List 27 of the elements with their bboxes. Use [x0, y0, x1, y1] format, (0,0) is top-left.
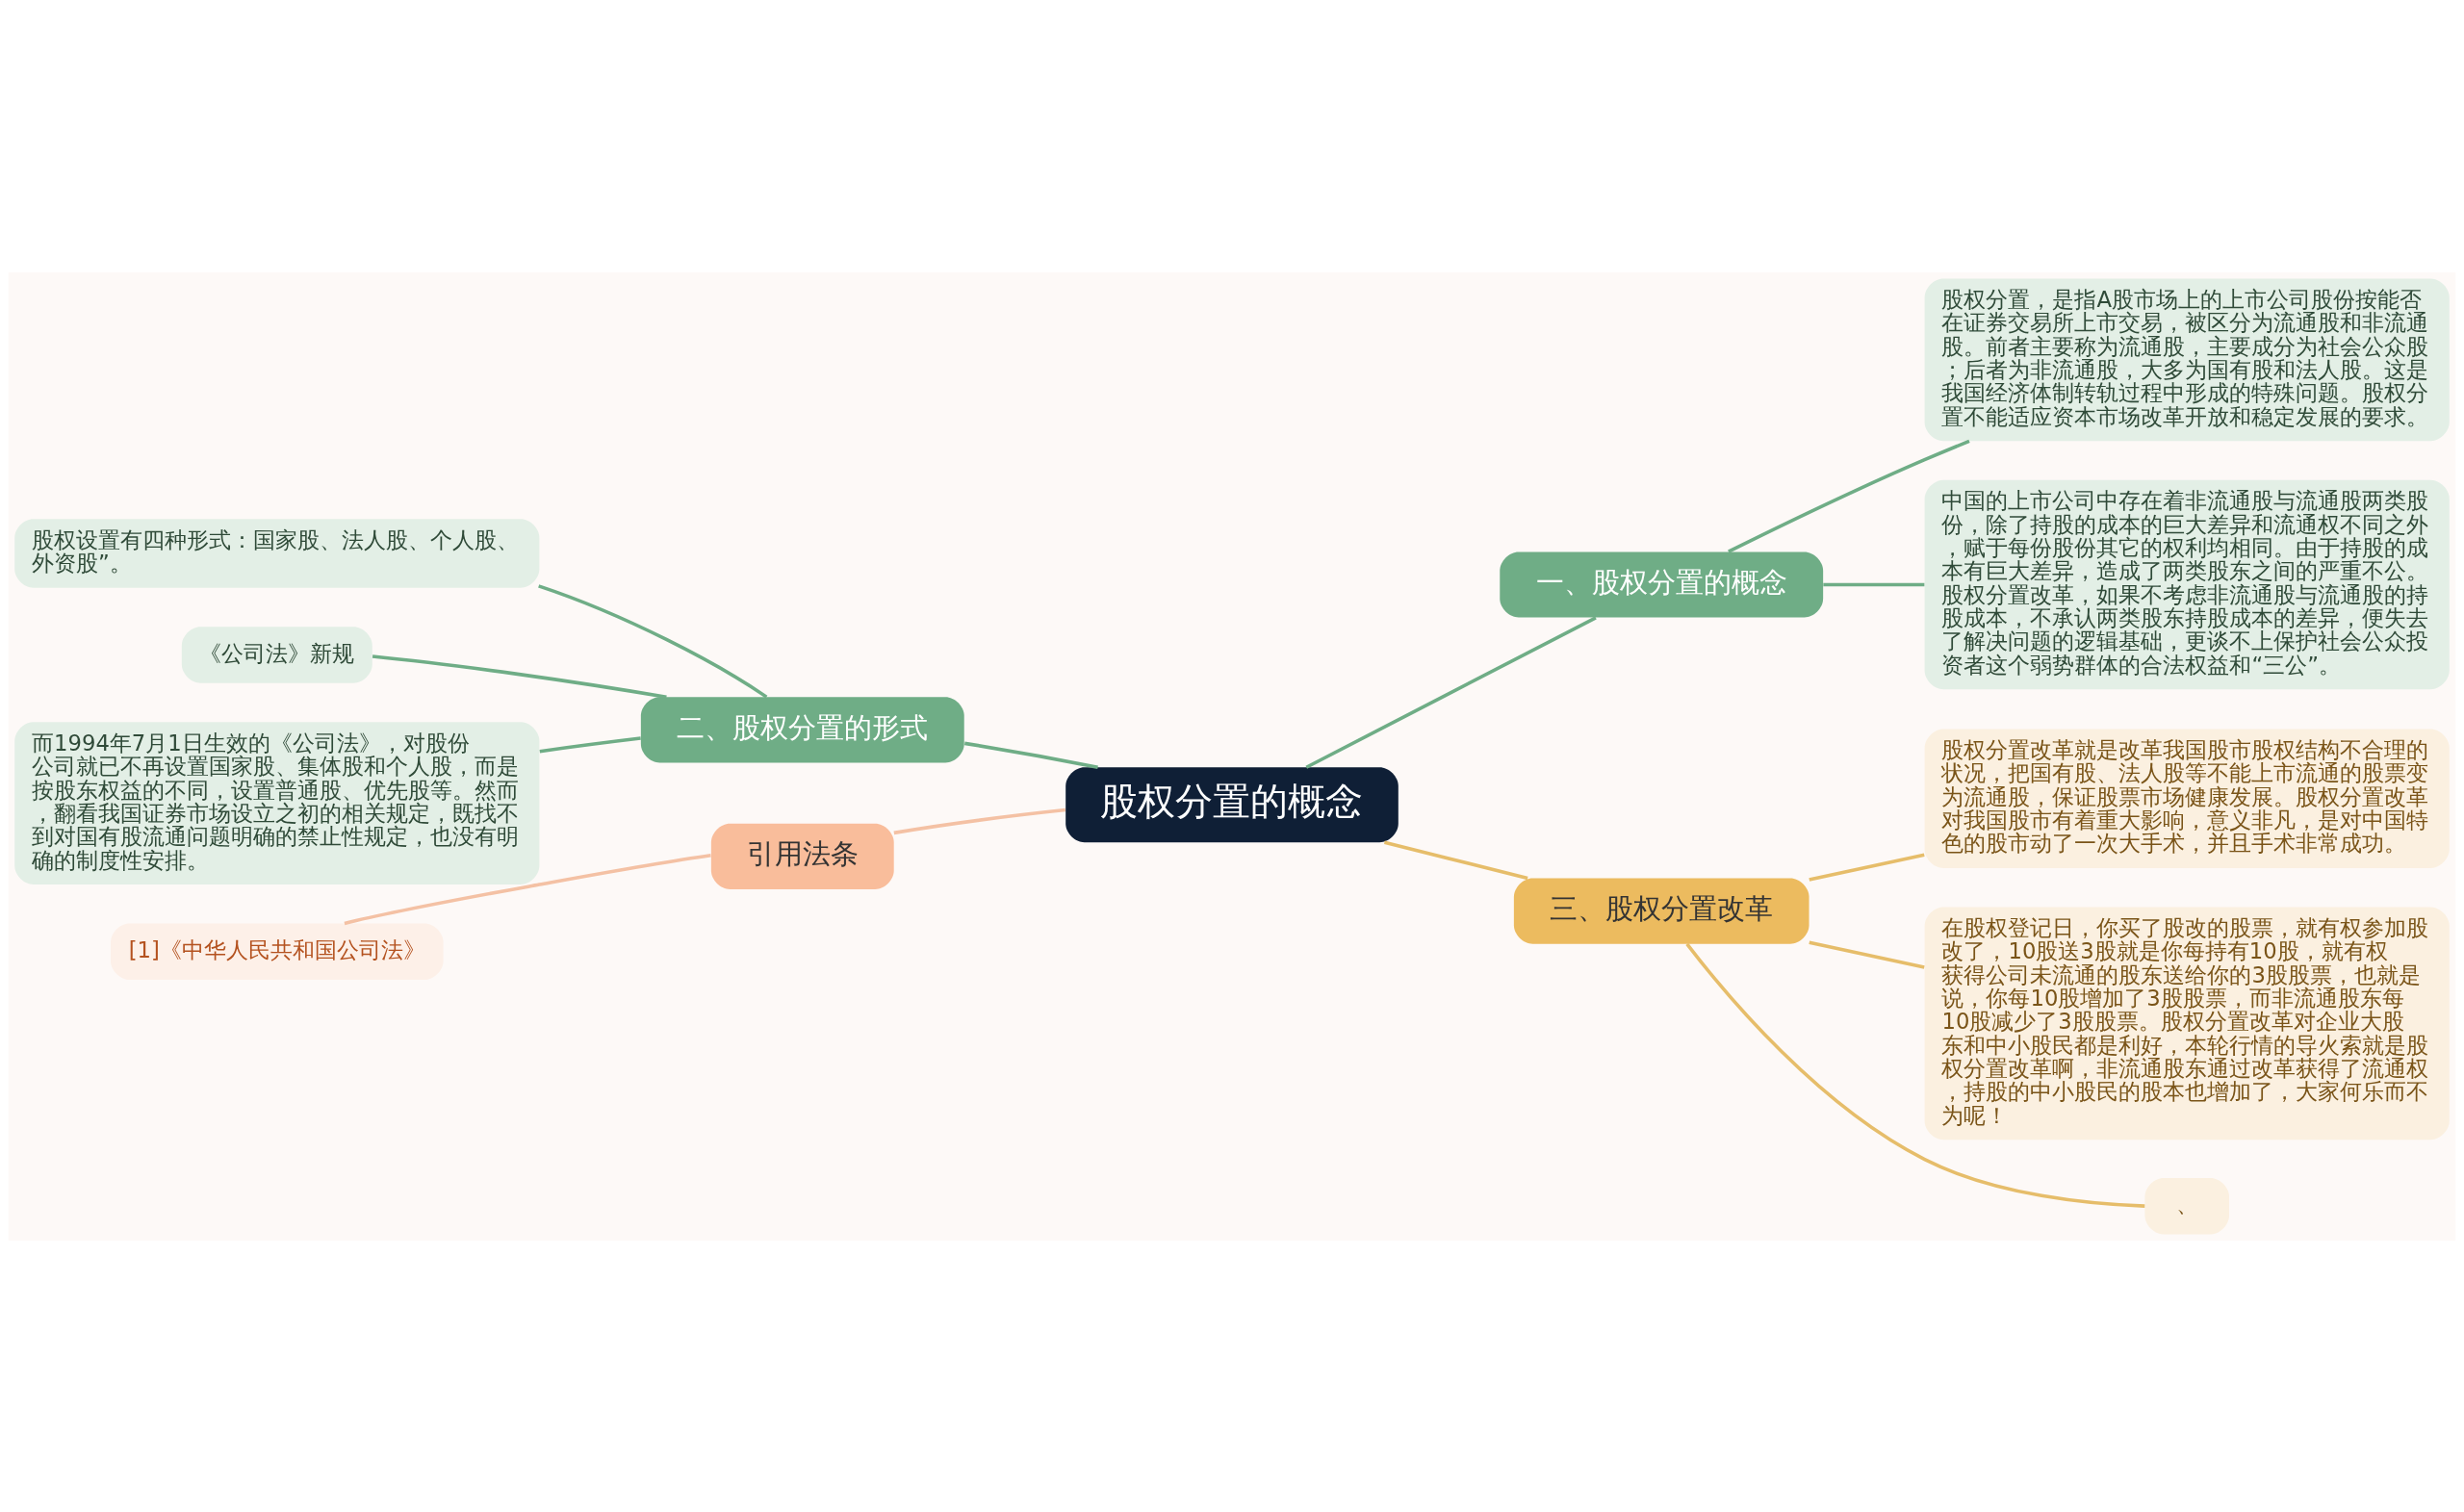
- node-box: 而1994年7月1日生效的《公司法》，对股份公司就已不再设置国家股、集体股和个人股，而是按股东权益的不同，设置普通股、优先股等。然而，翻看我国证券市场设立之初的相关规定，既找不到对国有股流通问题明确的禁止性规定，也没有明确的制度性安排。: [14, 721, 540, 884]
- connector: [1728, 439, 1970, 553]
- node-box: 股权分置的概念: [1065, 766, 1399, 842]
- connector: [344, 853, 711, 925]
- connector: [1383, 840, 1528, 880]
- node-box: 股权分置，是指A股市场上的上市公司股份按能否在证券交易所上市交易，被区分为流通股和非流通股。前者主要称为流通股，主要成分为社会公众股；后者为非流通股，大多为国有股和法人股。这是我国经济体制转轨过程中形成的特殊问题。股权分置不能适应资本市场改革开放和稳定发展的要求。: [1924, 278, 2450, 441]
- node-box: 一、股权分置的概念: [1500, 551, 1824, 618]
- connector: [893, 807, 1066, 834]
- node-box: 、: [2144, 1177, 2229, 1234]
- connector: [537, 583, 768, 699]
- connector: [1809, 852, 1925, 882]
- connector: [1823, 582, 1925, 586]
- node-box: 三、股权分置改革: [1513, 878, 1810, 944]
- node-box: [1]《中华人民共和国公司法》: [111, 923, 444, 980]
- node-box: 中国的上市公司中存在着非流通股与流通股两类股份，除了持股的成本的巨大差异和流通权不同之外，赋于每份股份其它的权利均相同。由于持股的成本有巨大差异，造成了两类股东之间的严重不公。股权分置改革，如果不考虑非流通股与流通股的持股成本，不承认两类股东持股成本的差异，便失去了解决问题的逻辑基础，更谈不上保护社会公众投资者这个弱势群体的合法权益和“三公”。: [1924, 479, 2450, 689]
- node-box: 股权设置有四种形式：国家股、法人股、个人股、外资股”。: [14, 518, 540, 588]
- connector: [539, 735, 641, 753]
- connector: [963, 741, 1098, 769]
- connector: [372, 653, 667, 699]
- connector: [1809, 940, 1925, 969]
- connector: [1685, 942, 2145, 1208]
- node-box: 二、股权分置的形式: [640, 696, 964, 762]
- connector: [1305, 615, 1597, 769]
- node-box: 《公司法》新规: [181, 626, 372, 683]
- node-box: 在股权登记日，你买了股改的股票，就有权参加股改了，10股送3股就是你每持有10股，就有权获得公司未流通的股东送给你的3股股票，也就是说，你每10股增加了3股股票，而非流通股东每10股减少了3股股票。股权分置改革对企业大股东和中小股民都是利好，本轮行情的导火索就是股权分置改革啊，非流通股东通过改革获得了流通权，持股的中小股民的股本也增加了，大家何乐而不为呢！: [1924, 907, 2450, 1140]
- node-box: 股权分置改革就是改革我国股市股权结构不合理的状况，把国有股、法人股等不能上市流通的股票变为流通股，保证股票市场健康发展。股权分置改革对我国股市有着重大影响，意义非凡，是对中国特色的股市动了一次大手术，并且手术非常成功。: [1924, 729, 2450, 868]
- node-box: 引用法条: [710, 823, 894, 889]
